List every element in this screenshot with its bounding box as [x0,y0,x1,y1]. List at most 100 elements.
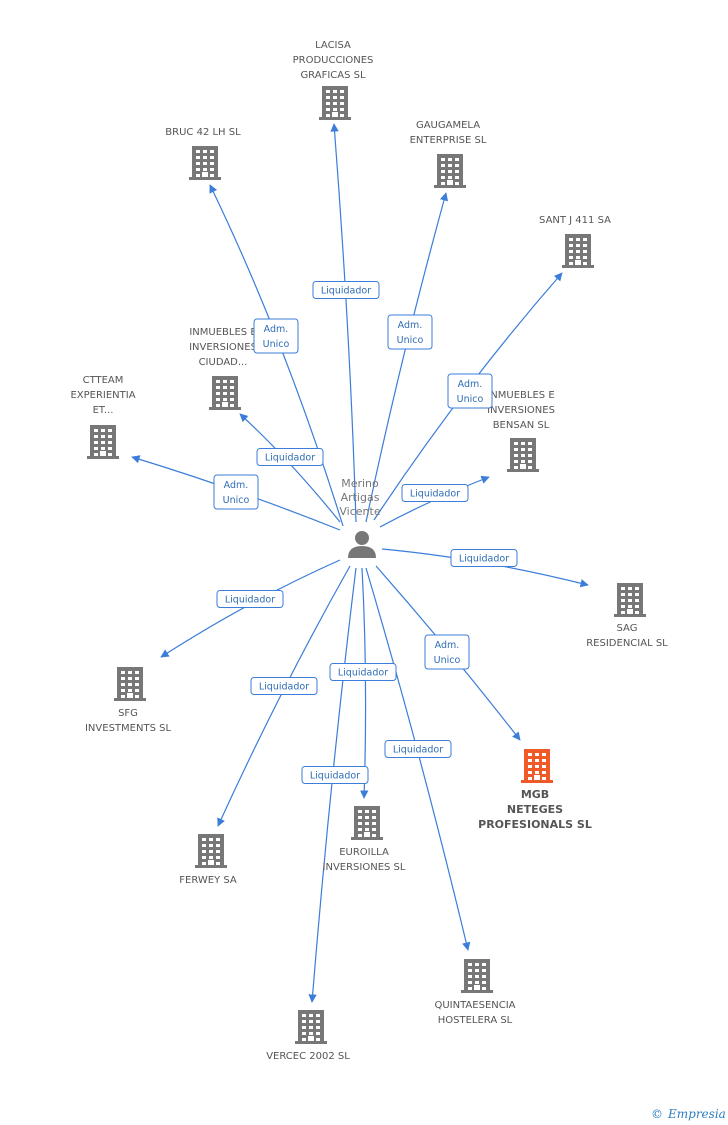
building-icon[interactable] [209,376,241,410]
node-label: PRODUCCIONES [293,55,374,66]
edge-label-box [253,318,299,354]
node-label: ENTERPRISE SL [410,135,487,146]
node-label: INVESTMENTS SL [85,723,171,734]
building-icon[interactable] [295,1010,327,1044]
building-icon[interactable] [562,234,594,268]
node-label: PROFESIONALS SL [478,818,592,831]
edge-labels-layer: LiquidadorAdm.UnicoAdm.UnicoAdm.UnicoLiq… [213,281,518,784]
edge-label-inmuebles_ciudad[interactable]: Liquidador [256,448,324,466]
edge-label-text: Unico [397,335,424,346]
building-icon[interactable] [87,425,119,459]
edge-label-text: Adm. [264,324,289,335]
node-ferwey[interactable]: FERWEY SA [179,834,237,886]
edge-label-text: Unico [457,394,484,405]
node-label: NETEGES [507,803,563,816]
node-label: SFG [118,708,138,719]
edge-label-vercec[interactable]: Liquidador [301,766,369,784]
edge-label-box [250,677,318,695]
edge-label-text: Liquidador [459,554,509,565]
center-name-label: Merino [341,477,379,490]
center-name-label: Artigas [341,491,380,504]
edge-label-text: Liquidador [393,745,443,756]
building-icon[interactable] [319,86,351,120]
edge-label-box [384,740,452,758]
edge-label-text: Adm. [458,379,483,390]
edge-label-box [450,549,518,567]
edge-label-box [256,448,324,466]
edge-label-euroilla[interactable]: Liquidador [329,663,397,681]
edge-label-box [312,281,380,299]
node-sfg[interactable]: SFG INVESTMENTS SL [85,667,171,734]
edge-label-box [387,314,433,350]
edge-label-text: Adm. [398,320,423,331]
edge-label-mgb[interactable]: Adm.Unico [424,634,470,670]
building-icon[interactable] [195,834,227,868]
node-label: QUINTAESENCIA [434,1000,515,1011]
node-label: INVERSIONES SL [323,862,406,873]
building-icon[interactable] [351,806,383,840]
edge-label-sfg[interactable]: Liquidador [216,590,284,608]
node-inmuebles_ciudad[interactable]: INMUEBLES EINVERSIONESCIUDAD... [189,327,257,410]
edge-label-ctteam[interactable]: Adm.Unico [213,474,259,510]
edge-label-text: Liquidador [225,595,275,606]
edge-sfg [160,559,341,658]
edge-label-santj[interactable]: Adm. Unico [447,373,493,409]
building-icon[interactable] [507,438,539,472]
edge-label-box [447,373,493,409]
node-label: SAG [617,623,638,634]
node-bruc[interactable]: BRUC 42 LH SL [165,127,241,180]
node-label: LACISA [315,40,351,51]
node-label: CTTEAM [83,375,124,386]
edge-label-bruc[interactable]: Adm.Unico [253,318,299,354]
edge-lacisa [330,123,357,523]
node-label: FERWEY SA [179,875,237,886]
edge-label-box [424,634,470,670]
building-icon[interactable] [434,154,466,188]
edge-label-text: Liquidador [321,286,371,297]
node-label: CIUDAD... [199,357,248,368]
edge-label-lacisa[interactable]: Liquidador [312,281,380,299]
edge-label-text: Liquidador [310,771,360,782]
node-label: EUROILLA [339,847,389,858]
edge-label-sag[interactable]: Liquidador [450,549,518,567]
edge-label-gaugamela[interactable]: Adm. Unico [387,314,433,350]
node-quintaesencia[interactable]: QUINTAESENCIA HOSTELERA SL [434,959,516,1026]
edge-label-box [301,766,369,784]
watermark: ©Empresia [651,1107,726,1121]
edge-euroilla [360,567,369,799]
node-vercec[interactable]: VERCEC 2002 SL [266,1010,350,1062]
building-icon[interactable] [114,667,146,701]
building-icon[interactable] [189,146,221,180]
edge-label-text: Unico [434,655,461,666]
edge-label-text: Liquidador [265,453,315,464]
node-ctteam[interactable]: CTTEAMEXPERIENTIAET... [70,375,136,459]
edge-label-text: Liquidador [410,489,460,500]
building-icon[interactable] [461,959,493,993]
edge-vercec [308,567,357,1003]
node-euroilla[interactable]: EUROILLA INVERSIONES SL [323,806,406,873]
node-label: EXPERIENTIA [70,390,135,401]
node-santj[interactable]: SANT J 411 SA [539,215,611,268]
edge-label-text: Liquidador [259,682,309,693]
building-icon[interactable] [614,583,646,617]
node-label: INMUEBLES E [189,327,256,338]
edge-gaugamela [365,192,449,523]
edge-label-quintaesencia[interactable]: Liquidador [384,740,452,758]
node-label: INMUEBLES E [487,390,554,401]
edge-label-ferwey[interactable]: Liquidador [250,677,318,695]
node-label: SANT J 411 SA [539,215,611,226]
node-label: BENSAN SL [493,420,550,431]
node-label: HOSTELERA SL [438,1015,513,1026]
building-icon[interactable] [521,749,553,783]
watermark-brand: Empresia [667,1107,726,1121]
edge-label-inmuebles_bensan[interactable]: Liquidador [401,484,469,502]
